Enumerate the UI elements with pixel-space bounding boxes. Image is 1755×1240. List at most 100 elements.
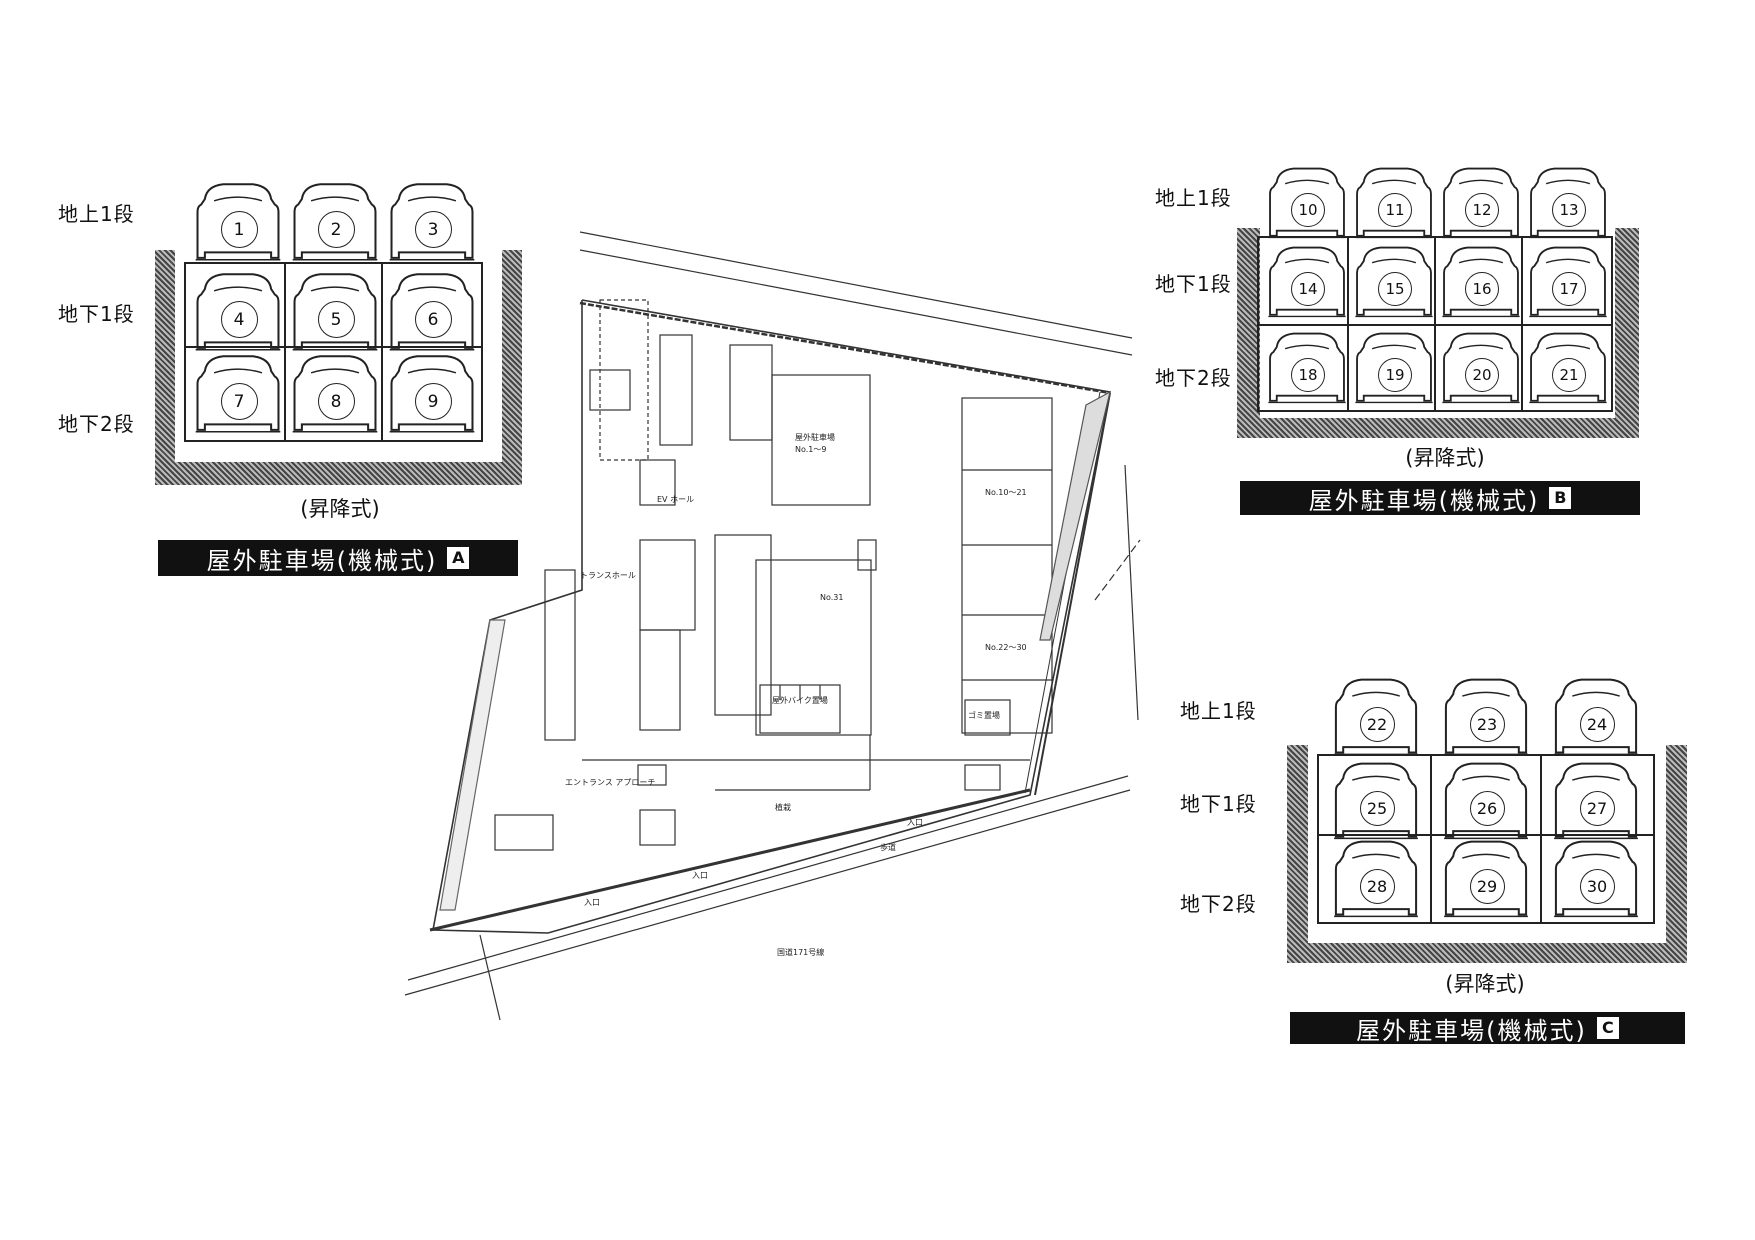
slot-number-circle: 15 xyxy=(1378,272,1412,307)
slot-number-circle: 28 xyxy=(1359,869,1395,905)
stack-divider xyxy=(184,346,483,348)
slot-number: 1 xyxy=(233,219,245,240)
slot-number: 19 xyxy=(1385,366,1405,385)
parking-slot: 5 xyxy=(289,268,381,356)
car-icon xyxy=(389,183,475,261)
car-icon xyxy=(1355,332,1433,404)
sidewalk-label: 歩道 xyxy=(880,842,896,852)
parking-slot: 26 xyxy=(1435,760,1537,842)
car-icon xyxy=(389,355,475,433)
parking-slot: 7 xyxy=(192,350,284,438)
slot-number: 28 xyxy=(1366,876,1388,896)
parking-slot: 3 xyxy=(386,178,478,266)
car-icon xyxy=(1355,246,1433,318)
slot-number-circle: 13 xyxy=(1552,193,1586,228)
car-icon xyxy=(1268,332,1346,404)
slot-number-circle: 17 xyxy=(1552,272,1586,307)
slot-number-circle: 21 xyxy=(1552,358,1586,393)
parking-slot: 15 xyxy=(1352,242,1436,322)
slot-number-circle: 8 xyxy=(317,383,355,421)
parking-a-range: No.1～9 xyxy=(795,445,826,454)
slot-number: 14 xyxy=(1298,280,1318,299)
slot-number: 2 xyxy=(330,219,342,240)
stack-divider xyxy=(1430,754,1432,924)
parking-a-label: 屋外駐車場 xyxy=(795,432,835,442)
slot-number-circle: 4 xyxy=(220,301,258,339)
parking-slot: 18 xyxy=(1265,328,1349,408)
level-label-b1: 地下1段 xyxy=(1155,272,1232,296)
badge-a: A xyxy=(447,547,470,569)
slot-number: 26 xyxy=(1476,798,1498,818)
parking-slot: 9 xyxy=(386,350,478,438)
parking-slot: 6 xyxy=(386,268,478,356)
slot-number: 11 xyxy=(1385,201,1405,220)
slot-number: 18 xyxy=(1298,366,1318,385)
entrance-label-1: 入口 xyxy=(907,818,923,827)
stack-divider xyxy=(1317,834,1655,836)
slot-number-circle: 20 xyxy=(1465,358,1499,393)
slot-number: 13 xyxy=(1559,201,1579,220)
slot-number: 15 xyxy=(1385,280,1405,299)
slot-number: 17 xyxy=(1559,280,1579,299)
car-icon xyxy=(1554,840,1638,918)
badge-c: C xyxy=(1596,1017,1619,1039)
slot-number-circle: 9 xyxy=(414,383,452,421)
slot-number-circle: 23 xyxy=(1469,707,1505,743)
slot-number-circle: 2 xyxy=(317,211,355,249)
slot-number: 25 xyxy=(1366,798,1388,818)
car-icon xyxy=(1442,246,1520,318)
car-icon xyxy=(1268,246,1346,318)
slot-number-circle: 7 xyxy=(220,383,258,421)
car-icon xyxy=(1529,246,1607,318)
slot-number: 29 xyxy=(1476,876,1498,896)
entrance-label-3: 入口 xyxy=(584,898,600,907)
parking-slot: 25 xyxy=(1325,760,1427,842)
slot-number: 20 xyxy=(1472,366,1492,385)
slot-number: 23 xyxy=(1476,714,1498,734)
car-icon xyxy=(292,355,378,433)
parking-slot: 21 xyxy=(1526,328,1610,408)
slot-number-circle: 14 xyxy=(1291,272,1325,307)
parking-slot: 12 xyxy=(1439,163,1523,243)
parking-slot: 1 xyxy=(192,178,284,266)
badge-b: B xyxy=(1549,487,1572,509)
slot-number-circle: 1 xyxy=(220,211,258,249)
slot-number: 10 xyxy=(1298,201,1318,220)
entrance-label-2: 入口 xyxy=(692,871,708,880)
parking-slot: 22 xyxy=(1325,676,1427,758)
level-label-b1: 地下1段 xyxy=(58,302,135,326)
caption-c: (昇降式) xyxy=(1445,972,1525,996)
slot-number-circle: 19 xyxy=(1378,358,1412,393)
level-label-b1: 地下1段 xyxy=(1180,792,1257,816)
trans-hall-label: トランスホール xyxy=(580,571,636,580)
parking-slot: 17 xyxy=(1526,242,1610,322)
stack-frame xyxy=(1317,754,1655,924)
slot-number-circle: 12 xyxy=(1465,193,1499,228)
caption-b: (昇降式) xyxy=(1405,446,1485,470)
level-label-ground: 地上1段 xyxy=(1155,186,1232,210)
slot-number: 6 xyxy=(427,309,439,330)
slot-number: 5 xyxy=(330,309,342,330)
title-bar-b: 屋外駐車場(機械式)B xyxy=(1240,481,1640,515)
parking-slot: 16 xyxy=(1439,242,1523,322)
stack-divider xyxy=(381,262,383,442)
slot-number: 12 xyxy=(1472,201,1492,220)
planting-label: 植栽 xyxy=(775,802,791,812)
parking-slot: 28 xyxy=(1325,838,1427,920)
parking-slot: 24 xyxy=(1545,676,1647,758)
level-label-ground: 地上1段 xyxy=(58,202,135,226)
slot-number-circle: 3 xyxy=(414,211,452,249)
parking-slot: 19 xyxy=(1352,328,1436,408)
car-icon xyxy=(389,273,475,351)
parking-slot: 13 xyxy=(1526,163,1610,243)
approach-label: エントランス アプローチ xyxy=(565,778,655,787)
slot-number: 3 xyxy=(427,219,439,240)
car-icon xyxy=(292,273,378,351)
title-bar-a: 屋外駐車場(機械式)A xyxy=(158,540,518,576)
slot-number: 9 xyxy=(427,391,439,412)
parking-slot: 4 xyxy=(192,268,284,356)
slot-number: 21 xyxy=(1559,366,1579,385)
title-c: 屋外駐車場(機械式) xyxy=(1356,1016,1587,1045)
slot-number: 24 xyxy=(1586,714,1608,734)
